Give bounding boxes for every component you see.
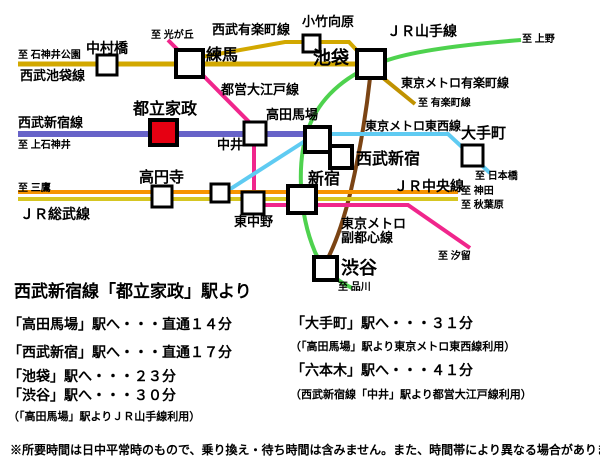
line-label-seibu-yurakucho: 西武有楽町線 [212,22,291,37]
station-label-nakai: 中井 [217,137,244,152]
travel-time-row-ikebukuro: 「池袋」駅へ・・・２３分 [8,368,176,384]
station-label-nerima: 練馬 [206,47,239,64]
station-marker-kotake-mukaihara [301,33,322,54]
destination-label-shinagawa: 至 品川 [338,282,371,293]
destination-label-mitaka: 至 三鷹 [18,183,51,194]
line-label-jr-sobu: ＪＲ総武線 [20,206,90,222]
line-label-metro-fukutoshin: 東京メトロ副都心線 [341,216,407,246]
transfer-note-yamanote: （「高田馬場」駅よりＪＲ山手線利用） [8,411,201,423]
fukutoshin-line1: 東京メトロ [341,216,407,231]
line-toei-oedo-south [252,127,472,250]
station-label-otemachi: 大手町 [461,125,507,142]
station-marker-nakano [209,182,231,204]
station-label-ikebukuro: 池袋 [313,48,349,68]
destination-label-yurakucho: 至 有楽町線 [418,98,471,109]
info-title: 西武新宿線「都立家政」駅より [14,282,252,301]
station-marker-koenji [150,184,174,209]
line-label-jr-chuo: ＪＲ中央線 [394,178,464,194]
station-marker-higashi-nakano [240,190,266,216]
fukutoshin-line2: 副都心線 [341,230,394,246]
line-label-metro-tozai: 東京メトロ東西線 [365,119,462,133]
destination-label-shakujii-koen: 至 石神井公園 [18,50,81,61]
travel-time-row-shibuya: 「渋谷」駅へ・・・３０分 [8,387,176,403]
station-label-kotake-mukaihara: 小竹向原 [302,14,355,29]
line-metro-fukutoshin [326,77,372,259]
station-label-higashi-nakano: 東中野 [234,214,274,229]
station-label-shibuya: 渋谷 [341,258,377,278]
destination-label-nihombashi: 至 日本橋 [475,171,518,182]
station-label-shinjuku: 新宿 [308,171,341,188]
destination-label-hikarigaoka: 至 光が丘 [151,30,194,41]
station-marker-shibuya [312,255,339,282]
line-label-seibu-ikebukuro: 西武池袋線 [20,68,86,83]
station-label-toritsu-kasei: 都立家政 [133,101,198,118]
line-label-metro-yurakucho: 東京メトロ有楽町線 [401,76,510,90]
station-marker-otemachi [460,143,485,168]
station-marker-toritsu-kasei [148,118,179,147]
line-label-seibu-shinjuku: 西武新宿線 [18,115,84,130]
transfer-note-oedo: （西武新宿線「中井」駅より都営大江戸線利用） [290,389,532,401]
transfer-note-tozai: （「高田馬場」駅より東京メトロ東西線利用） [290,341,516,353]
line-label-toei-oedo: 都営大江戸線 [221,82,300,97]
station-marker-nakai [242,120,268,147]
station-label-koenji: 高円寺 [139,169,185,186]
destination-label-kami-shakujii: 至 上石神井 [18,140,71,151]
destination-label-akihabara: 至 秋葉原 [461,200,504,211]
travel-time-row-otemachi: 「大手町」駅へ・・・３１分 [291,315,473,331]
station-marker-nakamurabashi [95,53,119,77]
destination-label-kanda: 至 神田 [461,186,494,197]
station-label-nakamurabashi: 中村橋 [86,40,128,56]
travel-time-row-seibu-shinjuku: 「西武新宿」駅へ・・・直通１７分 [8,344,232,360]
station-marker-shinjuku [286,184,318,215]
line-metro-tozai-west [219,132,318,197]
station-label-seibu-shinjuku: 西武新宿 [356,151,421,168]
station-marker-ikebukuro [355,48,387,80]
destination-label-shiodome: 至 汐留 [438,251,471,262]
destination-label-ueno: 至 上野 [522,34,555,45]
station-marker-nerima [174,48,205,79]
station-marker-takadanobaba [303,125,332,154]
travel-time-row-takadanobaba: 「高田馬場」駅へ・・・直通１４分 [8,316,232,332]
travel-time-row-roppongi: 「六本木」駅へ・・・４１分 [291,362,473,378]
line-label-jr-yamanote: ＪＲ山手線 [387,23,457,39]
station-label-takadanobaba: 高田馬場 [266,107,319,122]
station-marker-seibu-shinjuku [328,144,354,170]
footnote: ※所要時間は日中平常時のもので、乗り換え・待ち時間は含みません。また、時間帯によ… [10,443,600,457]
